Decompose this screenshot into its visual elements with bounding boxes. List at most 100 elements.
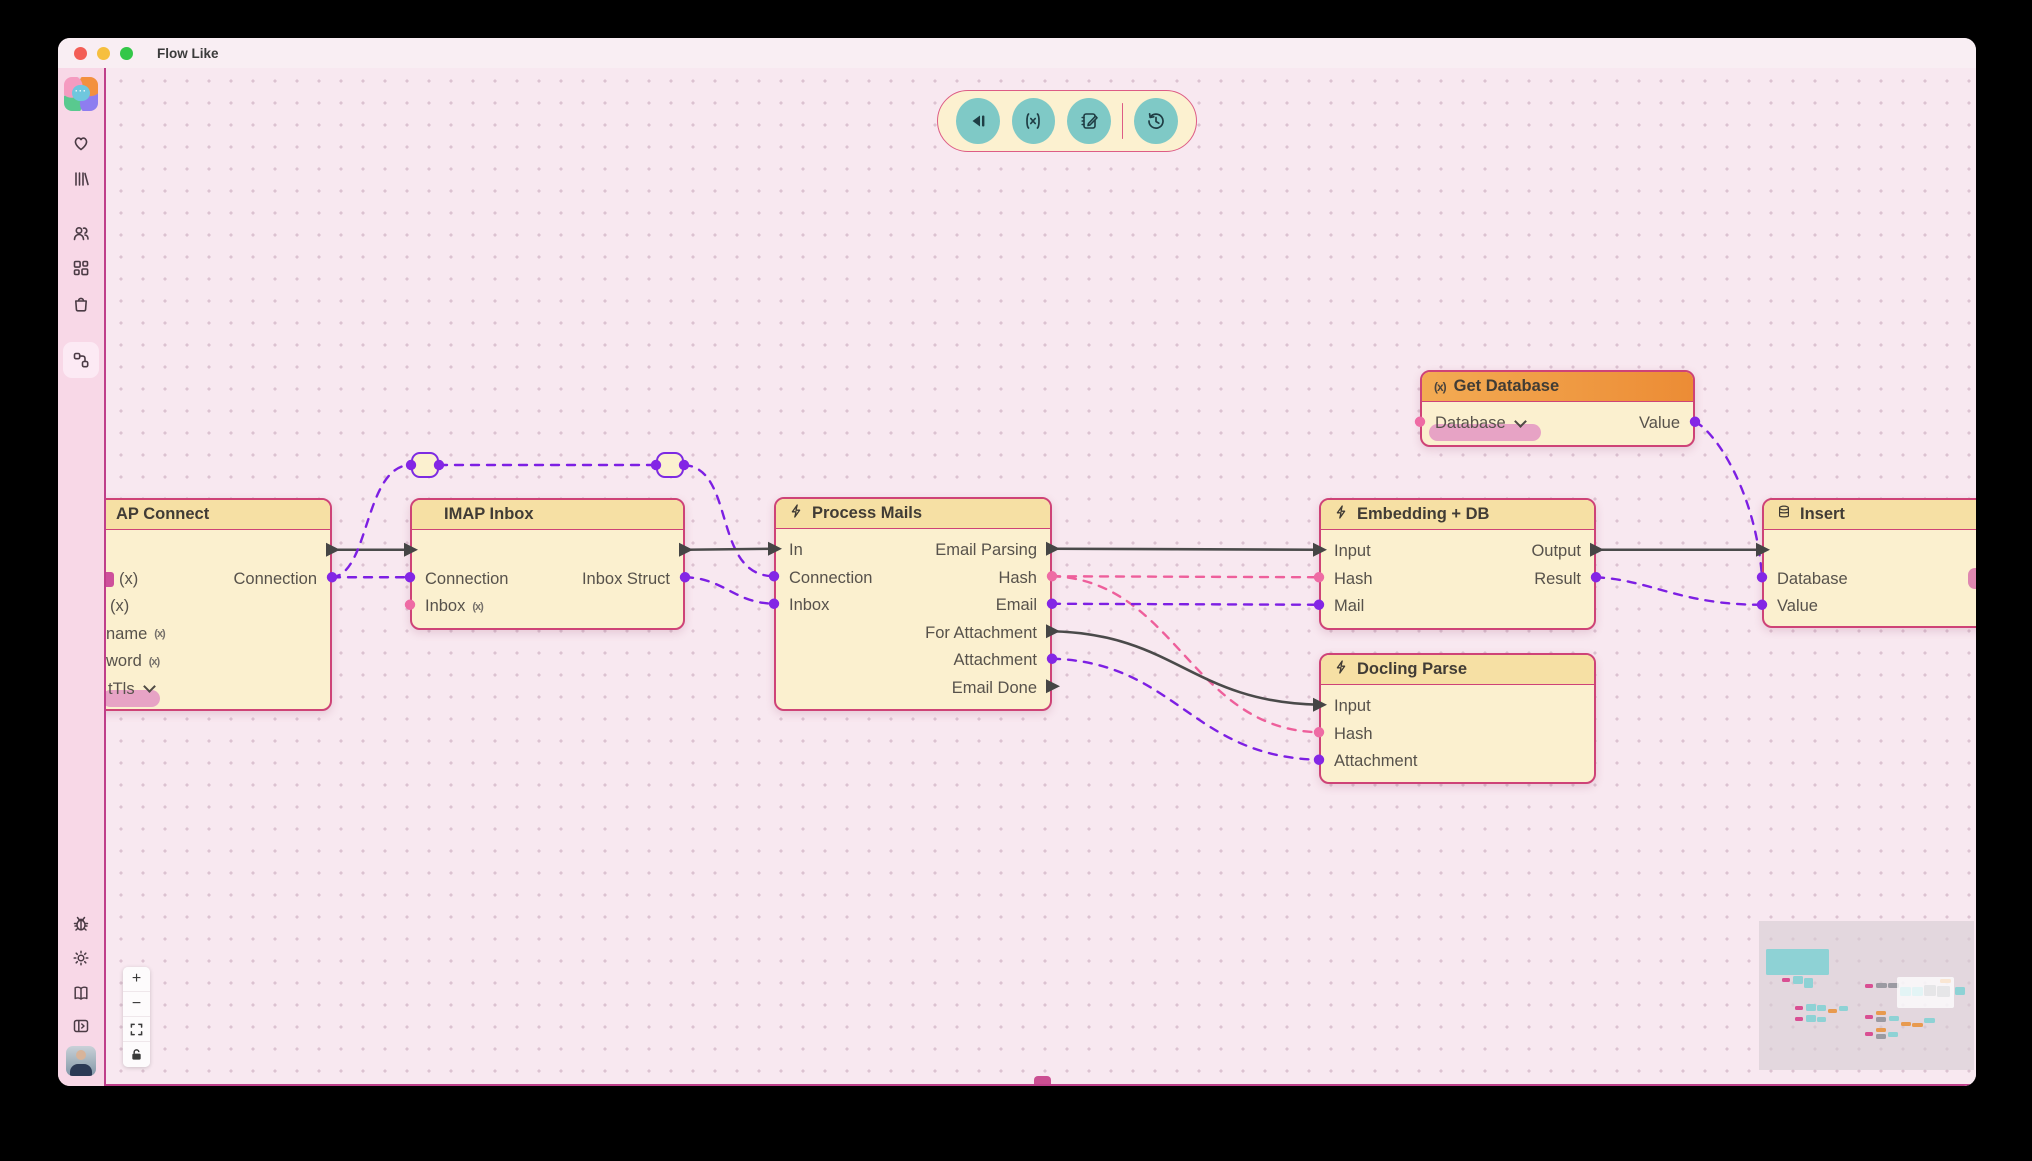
exec-port[interactable] xyxy=(1046,624,1060,639)
purple-data-port[interactable] xyxy=(405,459,417,471)
docs-book-icon[interactable] xyxy=(71,983,91,1003)
sidebar-item-workflows[interactable] xyxy=(63,342,99,378)
bottom-panel-handle[interactable] xyxy=(1034,1076,1051,1084)
exec-port[interactable] xyxy=(1756,542,1770,557)
exec-port[interactable] xyxy=(326,542,340,557)
node-header[interactable]: Insert xyxy=(1764,500,1976,530)
pink-data-port[interactable] xyxy=(1313,727,1325,738)
fit-view-button[interactable] xyxy=(123,1017,150,1042)
purple-data-port[interactable] xyxy=(1756,599,1768,610)
zap-icon xyxy=(1333,504,1349,525)
step-run-button[interactable] xyxy=(956,98,1000,144)
node-header[interactable]: IMAP Inbox xyxy=(412,500,683,530)
zap-icon xyxy=(1333,659,1349,680)
pink-data-port[interactable] xyxy=(1046,571,1058,582)
purple-data-port[interactable] xyxy=(1689,416,1701,427)
favorites-heart-icon[interactable] xyxy=(71,133,91,153)
node-ap-connect[interactable]: AP Connect (x)Connection(x)name(x)word(x)… xyxy=(106,498,332,711)
label-text: Attachment xyxy=(1334,752,1418,771)
minimize-button[interactable] xyxy=(97,46,110,60)
zoom-in-button[interactable]: + xyxy=(123,967,150,992)
label-text: Mail xyxy=(1334,597,1365,616)
purple-data-port[interactable] xyxy=(1756,572,1768,583)
exec-port[interactable] xyxy=(679,542,693,557)
purple-data-port[interactable] xyxy=(1590,572,1602,583)
debug-bug-icon[interactable] xyxy=(71,913,91,933)
purple-data-port[interactable] xyxy=(1313,754,1325,765)
input-label: Inbox xyxy=(789,596,829,615)
app-logo-icon[interactable]: ··· xyxy=(64,77,98,111)
input-label[interactable]: Database xyxy=(1429,414,1541,442)
store-bag-icon[interactable] xyxy=(71,294,91,314)
input-label: Value xyxy=(1777,597,1818,616)
flow-canvas[interactable]: AP Connect (x)Connection(x)name(x)word(x)… xyxy=(106,68,1976,1086)
purple-data-port[interactable] xyxy=(1313,599,1325,610)
exec-port[interactable] xyxy=(1046,541,1060,556)
purple-data-port[interactable] xyxy=(678,459,690,471)
input-label[interactable]: tTls xyxy=(106,680,160,707)
exec-port[interactable] xyxy=(1313,542,1327,557)
apps-grid-icon[interactable] xyxy=(71,258,91,278)
history-button[interactable] xyxy=(1134,98,1179,144)
node-header[interactable]: Embedding + DB xyxy=(1321,500,1594,530)
node-title: AP Connect xyxy=(116,505,210,523)
minimap-node xyxy=(1806,1004,1816,1011)
minimap-viewport[interactable] xyxy=(1897,977,1954,1008)
pink-data-port[interactable] xyxy=(404,599,416,610)
notebook-edit-button[interactable] xyxy=(1067,98,1111,144)
exec-port[interactable] xyxy=(1046,679,1060,694)
node-header[interactable]: Docling Parse xyxy=(1321,655,1594,685)
library-icon[interactable] xyxy=(71,169,91,189)
zoom-out-button[interactable]: − xyxy=(123,992,150,1017)
maximize-button[interactable] xyxy=(120,46,133,60)
pink-data-port[interactable] xyxy=(1414,416,1426,427)
purple-data-port[interactable] xyxy=(404,572,416,583)
port-row: Mail xyxy=(1321,593,1594,621)
input-label: Input xyxy=(1334,697,1371,716)
var-icon: (x) xyxy=(1434,380,1447,394)
exec-port[interactable] xyxy=(1313,697,1327,712)
user-avatar[interactable] xyxy=(66,1046,96,1076)
canvas-edge-handle[interactable] xyxy=(1968,568,1976,589)
pink-data-port[interactable] xyxy=(1313,572,1325,583)
close-button[interactable] xyxy=(74,46,87,60)
node-header[interactable]: AP Connect xyxy=(106,500,330,530)
purple-data-port[interactable] xyxy=(768,571,780,582)
users-icon[interactable] xyxy=(71,223,91,243)
exec-port[interactable] xyxy=(404,542,418,557)
purple-data-port[interactable] xyxy=(679,572,691,583)
purple-data-port[interactable] xyxy=(433,459,445,471)
minimap-node xyxy=(1912,1023,1923,1027)
minimap-node xyxy=(1888,983,1899,988)
node-header[interactable]: (x)Get Database xyxy=(1422,372,1693,402)
purple-data-port[interactable] xyxy=(1046,653,1058,664)
variables-button[interactable] xyxy=(1011,98,1056,144)
minimap-node xyxy=(1876,1034,1886,1039)
purple-data-port[interactable] xyxy=(326,572,338,583)
node-header[interactable]: Process Mails xyxy=(776,499,1050,529)
minimap-node xyxy=(1806,1015,1816,1022)
exec-port[interactable] xyxy=(1590,542,1604,557)
input-label: Connection xyxy=(425,570,508,589)
purple-data-port[interactable] xyxy=(650,459,662,471)
minimap[interactable] xyxy=(1759,921,1974,1070)
purple-data-port[interactable] xyxy=(1046,598,1058,609)
node-body: (x)Connection(x)name(x)word(x)tTls xyxy=(106,530,330,707)
theme-sun-icon[interactable] xyxy=(71,948,91,968)
lock-button[interactable] xyxy=(123,1042,150,1067)
exec-port[interactable] xyxy=(768,541,782,556)
wire-exec xyxy=(1050,547,1321,552)
purple-data-port[interactable] xyxy=(768,598,780,609)
sidebar-toggle-icon[interactable] xyxy=(71,1016,91,1036)
